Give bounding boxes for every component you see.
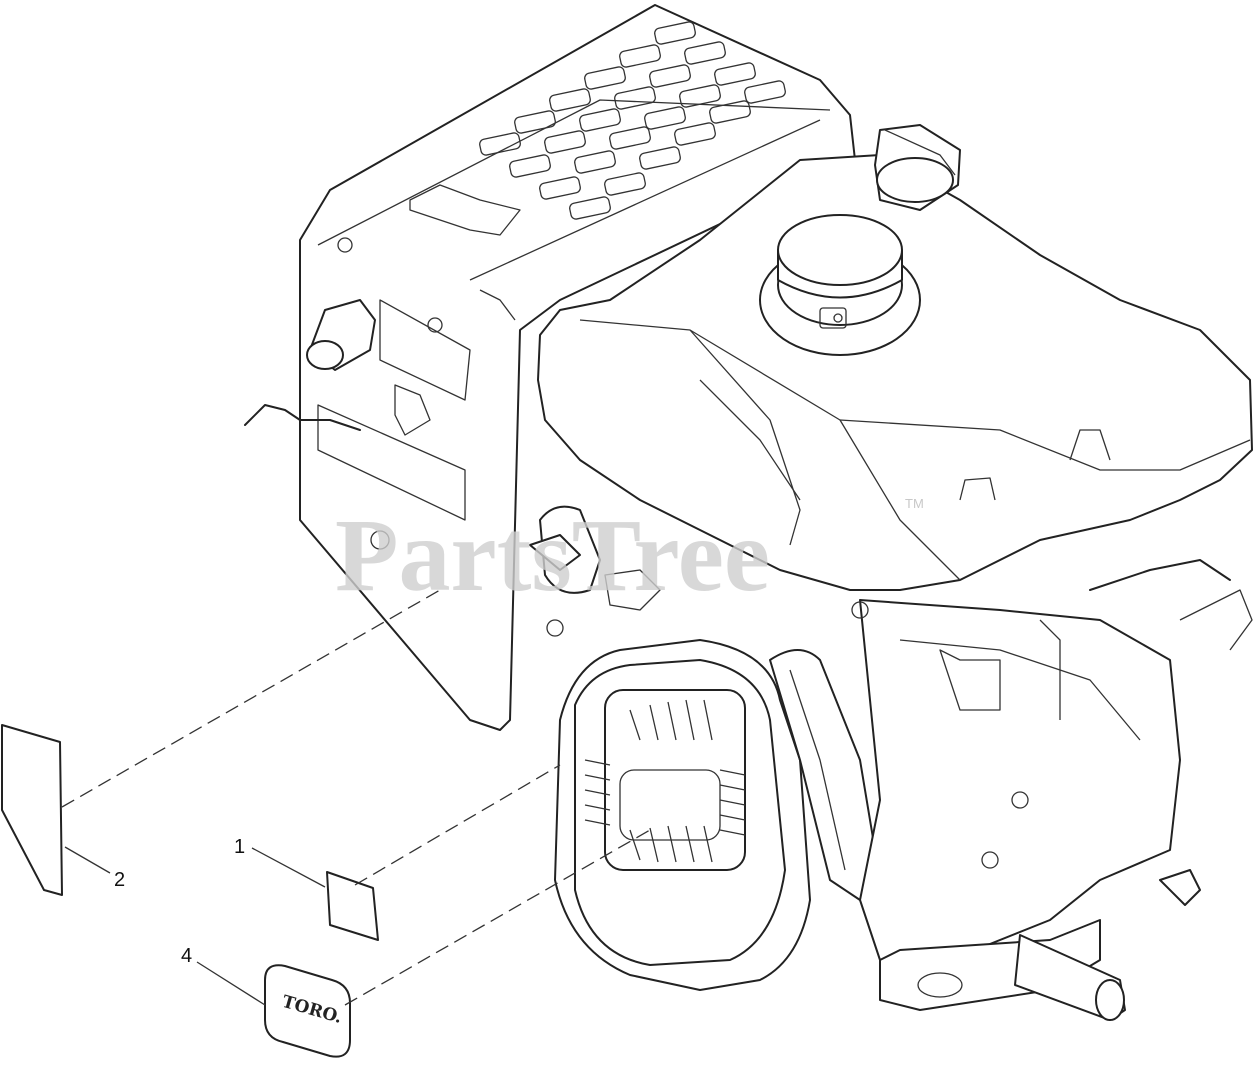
recoil-starter xyxy=(554,639,811,991)
cover-emblem xyxy=(409,184,521,236)
fuel-cap xyxy=(759,214,921,356)
callout-leader-1 xyxy=(251,847,326,888)
oil-fill-knob xyxy=(874,124,961,211)
assembly-line-4 xyxy=(344,829,651,1006)
assembly-line-1 xyxy=(354,764,561,886)
watermark-text: PartsTree xyxy=(335,498,770,613)
callout-1: 1 xyxy=(234,836,245,858)
callout-2: 2 xyxy=(114,869,125,891)
starter-handle xyxy=(769,649,881,901)
assembly-line-2 xyxy=(61,589,441,808)
callout-4: 4 xyxy=(181,945,192,967)
callout-leader-2 xyxy=(64,846,111,874)
decal-1 xyxy=(326,871,379,941)
cover-vents xyxy=(479,21,786,220)
decal-4-toro-logo: TORO. xyxy=(264,964,351,1058)
watermark-tm: TM xyxy=(905,496,924,511)
decal-2 xyxy=(1,724,63,896)
engine-illustration xyxy=(244,4,1253,1021)
callout-leader-4 xyxy=(196,961,266,1006)
